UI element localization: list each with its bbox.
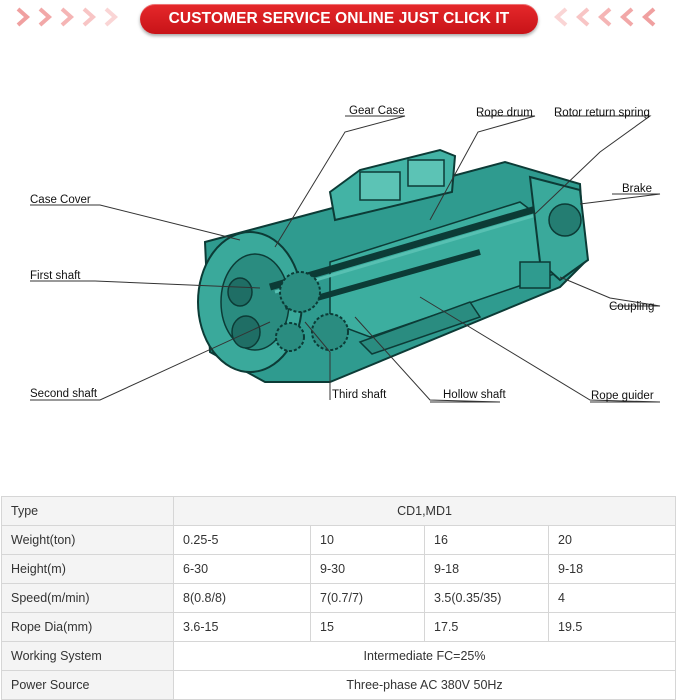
row-label: Weight(ton) [1,525,174,555]
table-cell: 7(0.7/7) [310,583,425,613]
spec-table: Type CD1,MD1 Weight(ton) 0.25-5 10 16 20… [1,496,676,700]
row-label: Type [1,496,174,526]
label-hollow-shaft: Hollow shaft [443,389,506,401]
label-first-shaft: First shaft [30,270,81,282]
hoist-diagram: Gear Case Rope drum Rotor return spring … [0,92,676,422]
table-row: Rope Dia(mm) 3.6-15 15 17.5 19.5 [1,612,676,642]
chevron-left-icon [575,7,590,27]
table-cell: Intermediate FC=25% [173,641,676,671]
table-row: Power Source Three-phase AC 380V 50Hz [1,670,676,700]
chevron-right-icon [104,7,119,27]
chevron-right-icon [16,7,31,27]
label-coupling: Coupling [609,301,654,313]
label-rope-drum: Rope drum [476,107,533,119]
table-cell: 9-30 [310,554,425,584]
table-cell: 19.5 [548,612,676,642]
table-cell: 16 [424,525,549,555]
table-cell: 20 [548,525,676,555]
row-label: Rope Dia(mm) [1,612,174,642]
customer-service-banner: CUSTOMER SERVICE ONLINE JUST CLICK IT [0,0,676,38]
hoist-body [197,148,590,383]
table-row: Height(m) 6-30 9-30 9-18 9-18 [1,554,676,584]
customer-service-button[interactable]: CUSTOMER SERVICE ONLINE JUST CLICK IT [140,4,538,34]
label-brake: Brake [622,183,652,195]
hoist-cutaway-illustration: Gear Case Rope drum Rotor return spring … [30,105,661,403]
label-rope-guider: Rope guider [591,390,654,402]
label-gear-case: Gear Case [349,105,405,117]
row-label: Height(m) [1,554,174,584]
table-cell: Three-phase AC 380V 50Hz [173,670,676,700]
table-cell: 0.25-5 [173,525,311,555]
right-chevrons [552,6,658,28]
table-cell: 9-18 [548,554,676,584]
table-row: Speed(m/min) 8(0.8/8) 7(0.7/7) 3.5(0.35/… [1,583,676,613]
chevron-right-icon [38,7,53,27]
table-row: Working System Intermediate FC=25% [1,641,676,671]
chevron-right-icon [82,7,97,27]
table-cell: 4 [548,583,676,613]
table-row: Type CD1,MD1 [1,496,676,526]
table-cell: 9-18 [424,554,549,584]
table-cell: 6-30 [173,554,311,584]
left-chevrons [14,6,120,28]
chevron-left-icon [619,7,634,27]
chevron-left-icon [553,7,568,27]
chevron-left-icon [641,7,656,27]
label-second-shaft: Second shaft [30,388,98,400]
table-cell: 3.5(0.35/35) [424,583,549,613]
chevron-left-icon [597,7,612,27]
row-label: Power Source [1,670,174,700]
leader-lines [30,115,661,403]
row-label: Working System [1,641,174,671]
table-cell: 10 [310,525,425,555]
label-third-shaft: Third shaft [332,389,387,401]
label-case-cover: Case Cover [30,194,91,206]
row-label: Speed(m/min) [1,583,174,613]
table-cell: 3.6-15 [173,612,311,642]
chevron-right-icon [60,7,75,27]
table-cell: 17.5 [424,612,549,642]
table-cell: 8(0.8/8) [173,583,311,613]
label-rotor-return-spring: Rotor return spring [554,107,650,119]
table-cell: CD1,MD1 [173,496,676,526]
table-cell: 15 [310,612,425,642]
table-row: Weight(ton) 0.25-5 10 16 20 [1,525,676,555]
